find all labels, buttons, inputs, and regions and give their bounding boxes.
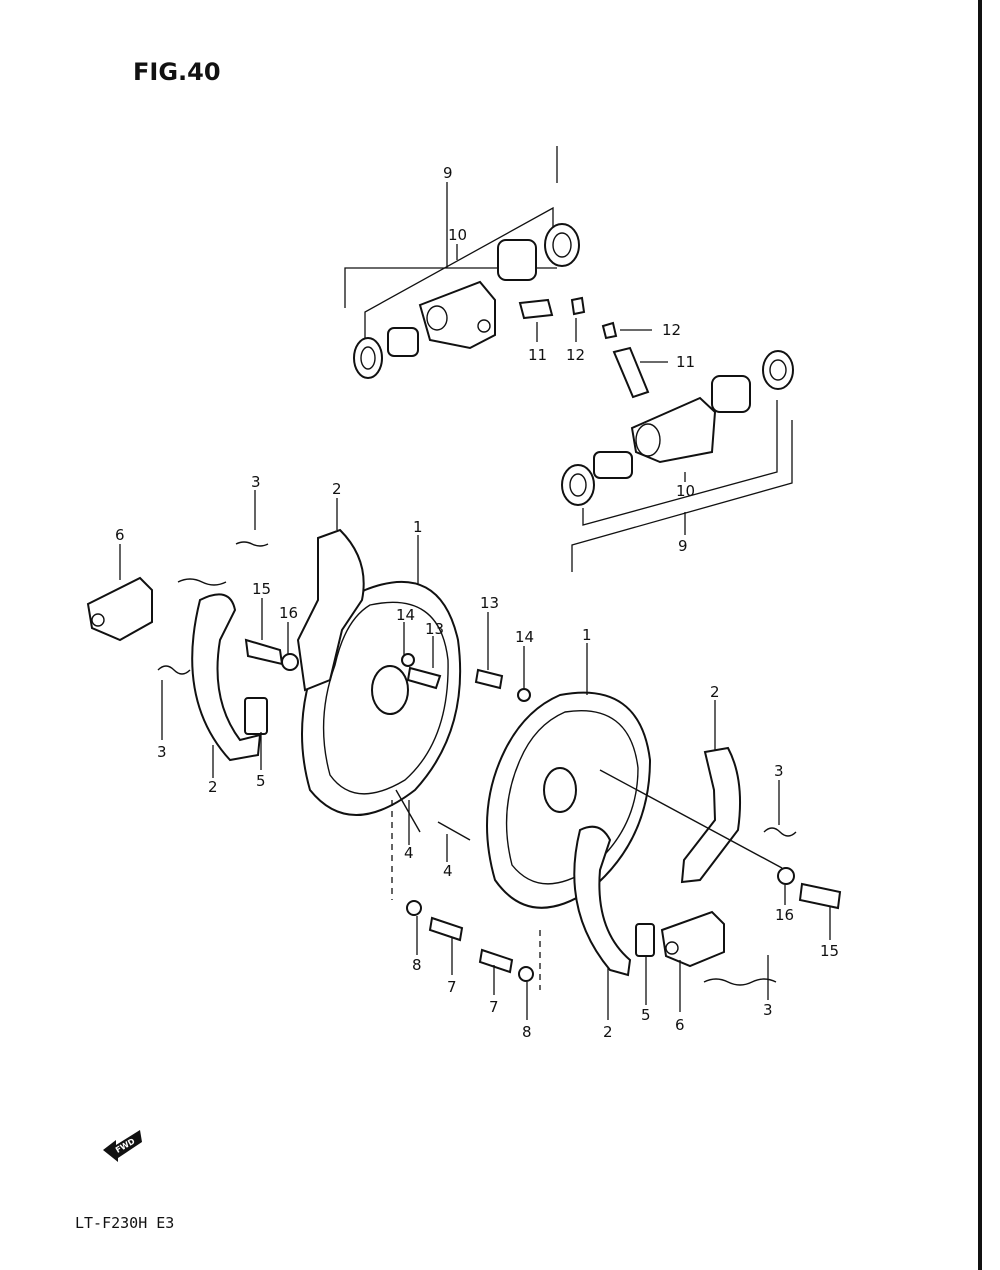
left-plate-bolt bbox=[406, 666, 442, 690]
right-shoe-bolt bbox=[798, 882, 842, 910]
callout-label: 2 bbox=[208, 778, 218, 796]
callout-label: 15 bbox=[252, 580, 271, 598]
right-upper-shoe bbox=[680, 746, 742, 884]
wheel-cylinder-body-right bbox=[630, 396, 717, 464]
right-brake-assembly bbox=[486, 691, 842, 990]
right-hub-hole bbox=[543, 767, 577, 813]
left-outer-bolt bbox=[474, 668, 504, 690]
callout-label: 11 bbox=[528, 346, 547, 364]
model-code: LT-F230H E3 bbox=[75, 1214, 174, 1232]
bleeder-screw-right bbox=[612, 346, 650, 399]
callout-label: 13 bbox=[425, 620, 444, 638]
fwd-arrow-icon: FWD bbox=[103, 1130, 142, 1162]
callout-label: 10 bbox=[448, 226, 467, 244]
callout-label: 5 bbox=[641, 1006, 651, 1024]
left-lower-shoe bbox=[191, 593, 262, 762]
callout-label: 7 bbox=[447, 978, 457, 996]
left-upper-shoe bbox=[296, 528, 365, 692]
callout-label: 1 bbox=[582, 626, 592, 644]
washer-left bbox=[406, 900, 422, 916]
callout-label: 11 bbox=[676, 353, 695, 371]
cylinder-cup-right bbox=[544, 223, 580, 267]
bolt-right bbox=[478, 948, 514, 974]
callout-label: 4 bbox=[443, 862, 453, 880]
right-shoe-retainer bbox=[635, 923, 655, 957]
right-wheel-cylinder-group bbox=[561, 321, 794, 572]
left-wheel-cylinder bbox=[86, 576, 153, 642]
cylinder-piston-right-lower bbox=[593, 451, 633, 479]
wheel-cylinder-body-top bbox=[418, 280, 496, 350]
left-pin bbox=[395, 789, 421, 833]
bracket-9-top bbox=[344, 267, 557, 308]
bleeder-cap-top bbox=[570, 296, 586, 316]
bleeder-screw-top bbox=[518, 298, 554, 320]
cylinder-cup-right-lower bbox=[561, 464, 595, 506]
bracket-10-top bbox=[364, 206, 554, 342]
callout-label: 2 bbox=[710, 683, 720, 701]
left-shoe-retainer bbox=[244, 697, 268, 735]
right-shoe-washer bbox=[777, 867, 795, 885]
callout-label: 12 bbox=[662, 321, 681, 339]
callout-label: 3 bbox=[157, 743, 167, 761]
callout-label: 8 bbox=[522, 1023, 532, 1041]
bleeder-cap-right bbox=[601, 321, 618, 340]
cylinder-cup-left bbox=[353, 337, 383, 379]
callout-label: 14 bbox=[396, 606, 415, 624]
bolt-left bbox=[428, 916, 464, 942]
cylinder-cup-right-upper bbox=[762, 350, 794, 390]
callout-label: 6 bbox=[675, 1016, 685, 1034]
right-spring-upper bbox=[763, 827, 797, 837]
figure-title: FIG.40 bbox=[133, 58, 221, 86]
callout-label: 16 bbox=[279, 604, 298, 622]
top-wheel-cylinder-group bbox=[344, 146, 586, 379]
left-spring-lower bbox=[157, 665, 191, 675]
callout-label: 10 bbox=[676, 482, 695, 500]
right-wheel-cylinder bbox=[660, 910, 725, 968]
callout-label: 2 bbox=[603, 1023, 613, 1041]
callout-label: 7 bbox=[489, 998, 499, 1016]
right-pin bbox=[437, 821, 471, 841]
callout-label: 4 bbox=[404, 844, 414, 862]
left-brake-assembly bbox=[86, 528, 531, 900]
callout-label: 6 bbox=[115, 526, 125, 544]
callout-label: 8 bbox=[412, 956, 422, 974]
callout-label: 9 bbox=[443, 164, 453, 182]
callout-label: 5 bbox=[256, 772, 266, 790]
callout-label: 14 bbox=[515, 628, 534, 646]
cylinder-piston-right-upper bbox=[711, 375, 751, 413]
cylinder-piston-left bbox=[387, 327, 419, 357]
callout-label: 15 bbox=[820, 942, 839, 960]
callout-labels: 9 10 11 12 12 11 10 9 3 2 1 6 15 16 14 1… bbox=[115, 164, 839, 1041]
callout-label: 1 bbox=[413, 518, 423, 536]
callout-label: 3 bbox=[774, 762, 784, 780]
left-shoe-bolt bbox=[244, 638, 284, 666]
bottom-fasteners bbox=[406, 900, 534, 982]
left-plate-nut bbox=[401, 653, 415, 667]
callout-label: 3 bbox=[763, 1001, 773, 1019]
right-lower-shoe bbox=[573, 825, 632, 977]
callout-label: 16 bbox=[775, 906, 794, 924]
callout-label: 3 bbox=[251, 473, 261, 491]
callout-label: 12 bbox=[566, 346, 585, 364]
left-outer-nut bbox=[517, 688, 531, 702]
left-spring-upper bbox=[177, 578, 227, 586]
washer-right bbox=[518, 966, 534, 982]
callout-label: 9 bbox=[678, 537, 688, 555]
left-hub-hole bbox=[371, 665, 409, 715]
callout-label: 13 bbox=[480, 594, 499, 612]
right-spring-lower bbox=[703, 978, 777, 986]
leader-lines bbox=[119, 490, 831, 1020]
left-shoe-washer bbox=[281, 653, 299, 671]
bracket-9-right bbox=[571, 420, 793, 572]
cylinder-piston-right bbox=[497, 239, 537, 281]
callout-label: 2 bbox=[332, 480, 342, 498]
bracket-10-right bbox=[582, 400, 778, 526]
